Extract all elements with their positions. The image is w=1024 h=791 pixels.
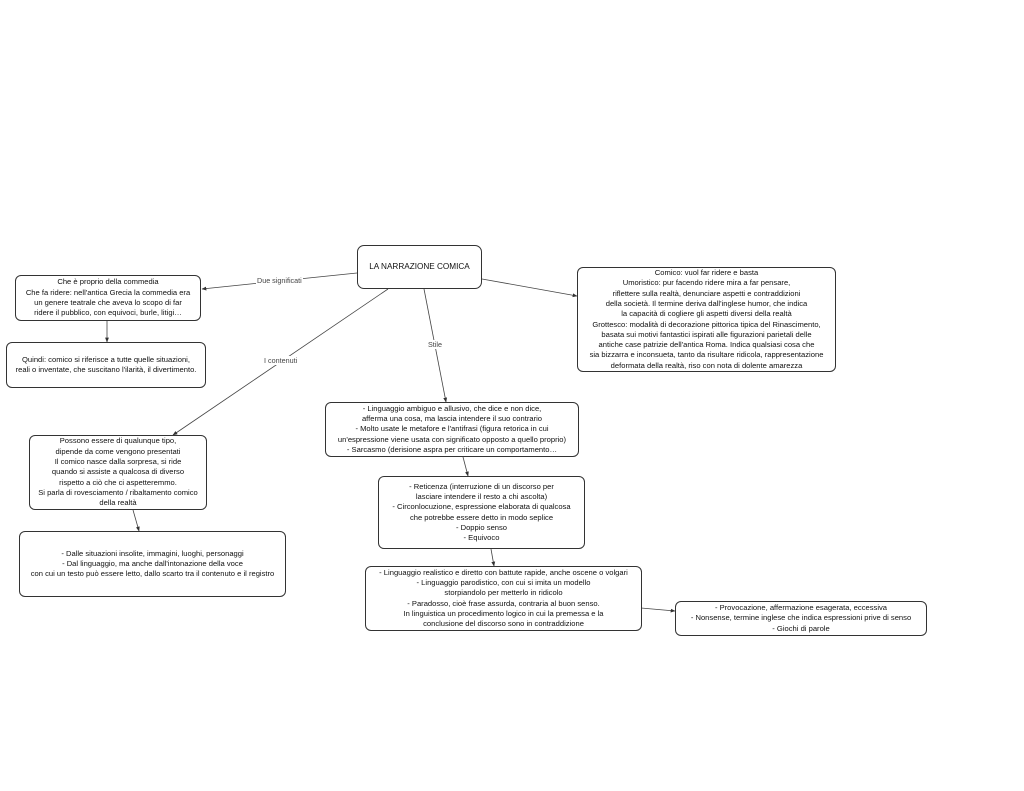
- edge-stile2-to-stile3: [490, 548, 496, 567]
- node-text-line: antiche case patrizie dell'antica Roma. …: [598, 340, 815, 350]
- edge-stile1-to-stile2: [462, 456, 469, 477]
- node-text-line: - Provocazione, affermazione esagerata, …: [714, 603, 888, 613]
- edge-label-i-contenuti: I contenuti: [263, 356, 299, 365]
- node-text-line: Si parla di rovesciamento / ribaltamento…: [38, 487, 198, 497]
- node-text-line: - Sarcasmo (derisione aspra per criticar…: [346, 444, 558, 454]
- edge-label-stile: Stile: [427, 340, 443, 349]
- edge-label-due-significati: Due significati: [256, 276, 303, 285]
- node-text-line: della società. Il termine deriva dall'in…: [605, 298, 808, 308]
- node-stile-2[interactable]: - Reticenza (interruzione di un discorso…: [378, 476, 585, 549]
- node-text-line: quando si assiste a qualcosa di diverso: [51, 467, 185, 477]
- node-text-line: - Circonlocuzione, espressione elaborata…: [392, 502, 571, 512]
- node-text-line: conclusione del discorso sono in contrad…: [423, 619, 584, 629]
- node-text-line: deformata della realtà, riso con nota di…: [610, 360, 803, 370]
- node-stile-1[interactable]: - Linguaggio ambiguo e allusivo, che dic…: [325, 402, 579, 457]
- node-text-line: rispetto a ciò che ci aspetteremmo.: [59, 477, 177, 487]
- node-text-line: - Paradosso, cioè frase assurda, contrar…: [407, 598, 600, 608]
- node-text-line: Il comico nasce dalla sorpresa, si ride: [54, 457, 182, 467]
- node-text-line: Che è proprio della commedia: [57, 277, 159, 287]
- node-text-line: basata sui motivi fantastici ispirati al…: [601, 329, 812, 339]
- node-text-line: Che fa ridere: nell'antica Grecia la com…: [25, 287, 191, 297]
- node-text-line: Grottesco: modalità di decorazione pitto…: [592, 319, 821, 329]
- node-text-line: un'espressione viene usata con significa…: [337, 434, 567, 444]
- node-text-line: Comico: vuol far ridere e basta: [654, 268, 759, 278]
- node-text-line: la capacità di cogliere gli aspetti dive…: [621, 309, 792, 319]
- node-provocazione[interactable]: - Provocazione, affermazione esagerata, …: [675, 601, 927, 636]
- node-text-line: della realtà: [99, 498, 137, 508]
- node-text-line: ridere il pubblico, con equivoci, burle,…: [34, 308, 182, 318]
- node-text-line: - Dalle situazioni insolite, immagini, l…: [61, 548, 244, 558]
- node-stile-3[interactable]: - Linguaggio realistico e diretto con ba…: [365, 566, 642, 631]
- edge-stile3-to-provocazione: [640, 607, 676, 613]
- node-text-line: dipende da come vengono presentati: [55, 446, 181, 456]
- node-text-line: che potrebbe essere detto in modo seplic…: [409, 512, 554, 522]
- node-text-line: Umoristico: pur facendo ridere mira a fa…: [622, 278, 791, 288]
- node-quindi[interactable]: Quindi: comico si riferisce a tutte quel…: [6, 342, 206, 388]
- node-text-line: In linguistica un procedimento logico in…: [403, 608, 604, 618]
- node-text-line: lasciare intendere il resto a chi ascolt…: [415, 491, 548, 501]
- node-text-line: con cui un testo può essere letto, dallo…: [30, 569, 275, 579]
- node-text-line: reali o inventate, che suscitano l'ilari…: [15, 365, 197, 374]
- node-text-line: - Linguaggio ambiguo e allusivo, che dic…: [362, 403, 542, 413]
- node-text-line: storpiandolo per metterlo in ridicolo: [444, 588, 563, 598]
- node-contenuti[interactable]: Possono essere di qualunque tipo,dipende…: [29, 435, 207, 510]
- node-text-line: sia bizzarra e inconsueta, tanto da risu…: [589, 350, 824, 360]
- node-text-line: - Linguaggio realistico e diretto con ba…: [379, 567, 628, 577]
- edge-contenuti-to-situazioni: [132, 509, 140, 532]
- edge-root-to-comico: [481, 278, 578, 298]
- node-text-line: - Nonsense, termine inglese che indica e…: [690, 613, 912, 623]
- node-text-line: - Linguaggio parodistico, con cui si imi…: [416, 577, 591, 587]
- node-text-line: - Equivoco: [463, 533, 500, 543]
- node-text-line: - Molto usate le metafore e l'antifrasi …: [355, 424, 549, 434]
- node-text-line: afferma una cosa, ma lascia intendere il…: [361, 414, 543, 424]
- node-text-line: un genere teatrale che aveva lo scopo di…: [34, 298, 182, 307]
- node-text-line: Quindi: comico si riferisce a tutte quel…: [22, 354, 190, 364]
- root-label: LA NARRAZIONE COMICA: [369, 261, 470, 271]
- root-node[interactable]: LA NARRAZIONE COMICA: [357, 245, 482, 289]
- node-text-line: - Reticenza (interruzione di un discorso…: [409, 481, 554, 491]
- node-text-line: riflettere sulla realtà, denunciare aspe…: [612, 288, 801, 298]
- node-situazioni[interactable]: - Dalle situazioni insolite, immagini, l…: [19, 531, 286, 597]
- node-text-line: - Doppio senso: [455, 522, 508, 532]
- node-text-line: Possono essere di qualunque tipo,: [59, 436, 177, 446]
- node-text-line: - Dal linguaggio, ma anche dall'intonazi…: [62, 558, 243, 568]
- node-text-line: - Giochi di parole: [772, 623, 830, 633]
